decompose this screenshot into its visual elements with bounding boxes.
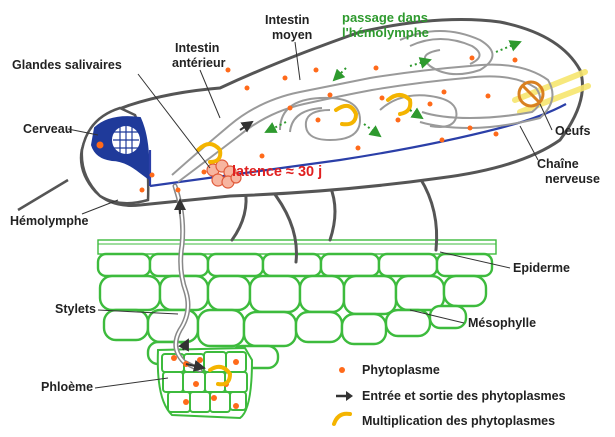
label-intestin-anterieur-1: Intestin <box>175 41 219 55</box>
label-intestin-anterieur-2: antérieur <box>172 56 226 70</box>
label-chaine-2: nerveuse <box>545 172 600 186</box>
legend-entree-sortie: Entrée et sortie des phytoplasmes <box>362 389 566 403</box>
legend-phytoplasme: Phytoplasme <box>362 363 440 377</box>
antenna <box>18 180 68 210</box>
insect-body <box>81 20 582 206</box>
label-phloeme: Phloème <box>41 380 93 394</box>
label-latence: latence ≈ 30 j <box>232 164 322 180</box>
label-cerveau: Cerveau <box>23 122 72 136</box>
label-intestin-moyen-1: Intestin <box>265 13 309 27</box>
label-stylets: Stylets <box>55 302 96 316</box>
label-passage-1: passage dans <box>342 10 428 25</box>
orange-dot-icon <box>339 367 345 373</box>
black-arrow-icon <box>336 391 353 401</box>
label-oeufs: Oeufs <box>555 124 590 138</box>
label-epiderme: Epiderme <box>513 261 570 275</box>
curved-orange-arrow-icon <box>334 414 350 424</box>
legend-multiplication: Multiplication des phytoplasmes <box>362 414 555 428</box>
label-glandes: Glandes salivaires <box>12 58 122 72</box>
label-hemolymphe: Hémolymphe <box>10 214 89 228</box>
label-passage-2: l'hémolymphe <box>342 25 429 40</box>
legend: Phytoplasme Entrée et sortie des phytopl… <box>334 363 566 428</box>
label-chaine-1: Chaîne <box>537 157 579 171</box>
label-mesophylle: Mésophylle <box>468 316 536 330</box>
label-intestin-moyen-2: moyen <box>272 28 312 42</box>
